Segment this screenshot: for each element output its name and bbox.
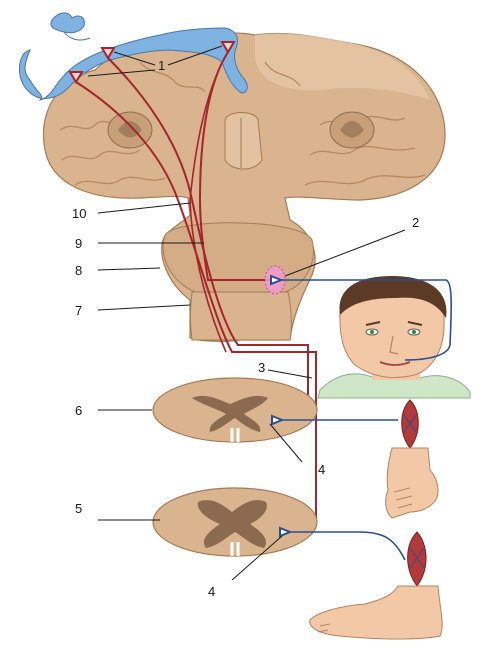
label-4-lower: 4 <box>208 584 215 599</box>
label-5: 5 <box>75 501 82 516</box>
foot-shape <box>309 585 443 640</box>
spinal-nerve-leg <box>290 531 406 561</box>
thalamus <box>224 112 263 170</box>
face-figure <box>317 276 471 399</box>
motor-homunculus <box>19 12 248 101</box>
upper-motor-neuron-3 <box>220 41 236 54</box>
diagram-labels: 1 2 3 4 4 5 6 7 8 9 10 <box>72 58 419 599</box>
label-6: 6 <box>75 403 82 418</box>
label-7: 7 <box>75 303 82 318</box>
hand-shape <box>385 447 439 519</box>
upper-motor-neuron-1 <box>68 71 84 84</box>
label-2: 2 <box>412 215 419 230</box>
gray-matter-lower <box>197 500 267 548</box>
label-3: 3 <box>258 360 265 375</box>
label-1: 1 <box>158 58 165 73</box>
spinal-cord-lumbar <box>152 487 318 557</box>
spinal-cord-cervical <box>152 377 318 443</box>
face-hair <box>339 276 447 318</box>
corticospinal-tracts <box>75 51 317 531</box>
corticospinal-tract-dup <box>189 51 229 353</box>
hand-figure <box>385 447 439 519</box>
homunculus-figure <box>19 27 248 101</box>
pons <box>162 222 314 293</box>
gray-matter-upper <box>192 395 268 432</box>
medulla <box>190 291 292 341</box>
face-shirt <box>317 373 471 399</box>
muscle-spindle-figure <box>401 399 427 587</box>
corticospinal-tract-arm <box>107 57 309 421</box>
lower-motor-neuron-cranial <box>270 274 284 286</box>
leader-lines <box>87 45 406 581</box>
gyri-folds <box>59 61 426 186</box>
label-8: 8 <box>75 263 82 278</box>
cranial-nerve-axon <box>281 279 452 361</box>
lower-motor-neuron-arm <box>271 414 285 426</box>
face-mouth <box>379 361 411 366</box>
label-9: 9 <box>75 236 82 251</box>
corticospinal-tract-leg <box>75 81 317 531</box>
label-10: 10 <box>72 206 86 221</box>
foot-figure <box>309 585 443 640</box>
upper-motor-neuron-2 <box>100 47 116 60</box>
label-4-upper: 4 <box>318 462 325 477</box>
cortex-right-upper <box>255 33 430 100</box>
homunculus-hand <box>50 12 85 34</box>
lower-motor-neuron-leg <box>279 526 293 538</box>
